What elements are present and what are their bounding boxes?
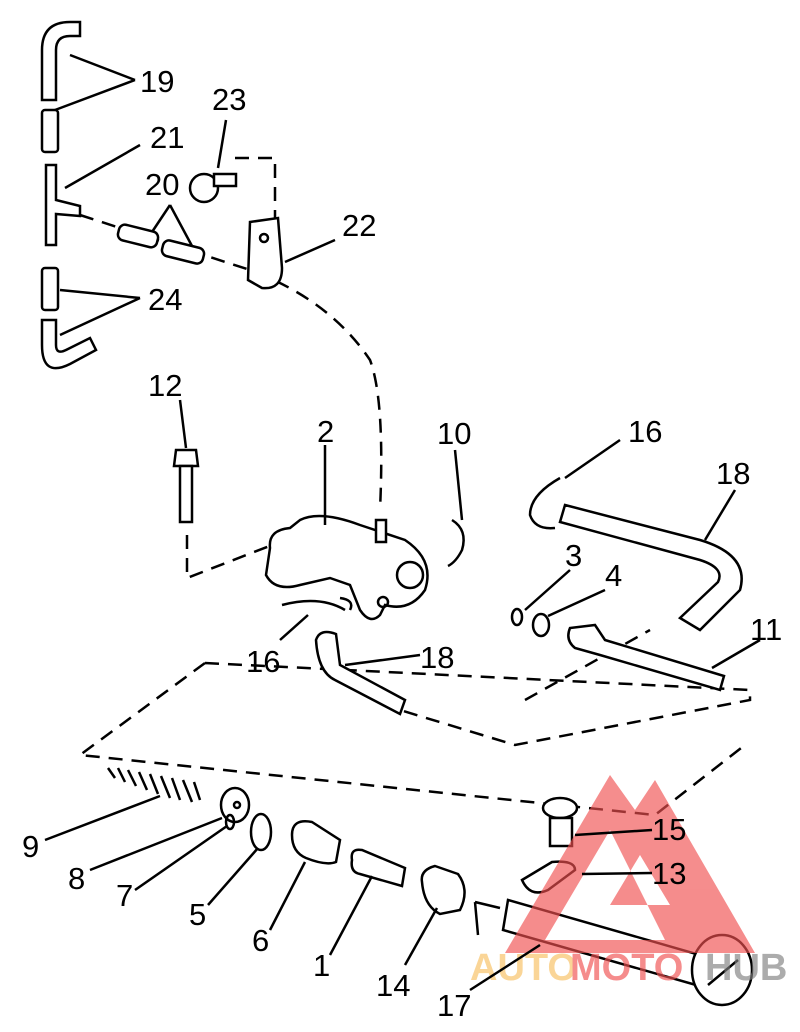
svg-text:HUB: HUB — [705, 947, 787, 989]
knob-14 — [420, 864, 466, 916]
hose-18-bottom — [314, 630, 407, 716]
label-8: 8 — [68, 861, 85, 896]
bolt-12-shank — [178, 464, 194, 524]
shaft-17-slot — [707, 959, 739, 986]
label-18-top: 18 — [716, 456, 750, 491]
hose-18-top — [558, 503, 743, 632]
hose-20b — [160, 239, 206, 265]
cam-6 — [290, 820, 342, 865]
label-10: 10 — [437, 416, 471, 451]
label-16-bottom: 16 — [246, 644, 280, 679]
hose-19 — [40, 108, 60, 154]
body-2-hole — [376, 595, 390, 609]
screw-23-shank — [212, 172, 238, 188]
label-3: 3 — [565, 538, 582, 573]
label-12: 12 — [148, 368, 182, 403]
assembly-line-22 — [235, 156, 277, 240]
label-5: 5 — [189, 897, 206, 932]
label-20: 20 — [145, 167, 179, 202]
label-21: 21 — [150, 120, 184, 155]
hose-20a — [116, 223, 160, 249]
shaft-11 — [567, 623, 726, 692]
screw-15-shank — [548, 816, 574, 848]
label-22: 22 — [342, 208, 376, 243]
label-4: 4 — [605, 558, 622, 593]
screw-15-head — [541, 796, 579, 820]
o-ring-7 — [224, 813, 236, 831]
screw-23-head — [188, 172, 220, 204]
hose-19-elbow — [40, 20, 82, 102]
label-17: 17 — [437, 988, 471, 1023]
svg-text:AUTO: AUTO — [470, 947, 577, 989]
label-16-top: 16 — [628, 414, 662, 449]
body-2-bore — [395, 560, 425, 590]
hose-24 — [40, 266, 60, 312]
label-9: 9 — [22, 829, 39, 864]
label-23: 23 — [212, 82, 246, 117]
o-ring-3 — [510, 607, 524, 627]
label-15: 15 — [652, 812, 686, 847]
clip-16-top — [528, 476, 561, 530]
label-14: 14 — [376, 968, 410, 1003]
plunger-1 — [350, 848, 407, 888]
label-7: 7 — [116, 878, 133, 913]
assembly-line-top — [79, 213, 383, 511]
label-24: 24 — [148, 282, 182, 317]
spring-9 — [106, 767, 202, 803]
assembly-line-11 — [524, 628, 651, 702]
hose-24-elbow — [40, 318, 98, 370]
nipple — [374, 518, 388, 544]
label-13: 13 — [652, 856, 686, 891]
label-18-bottom: 18 — [420, 640, 454, 675]
tee-fitting-21 — [44, 163, 82, 247]
label-1: 1 — [313, 948, 330, 983]
label-19: 19 — [140, 64, 174, 99]
clip-16-bottom — [281, 596, 353, 612]
bolt-12-head — [172, 448, 200, 468]
label-2: 2 — [317, 414, 334, 449]
o-ring-4 — [531, 612, 551, 638]
o-ring-5 — [249, 812, 273, 852]
washer-8-hole — [232, 800, 242, 810]
label-11: 11 — [750, 612, 782, 647]
leader-lines — [44, 53, 761, 992]
watermark-logo: AUTO MOTO HUB — [470, 775, 787, 989]
svg-text:MOTO: MOTO — [570, 947, 683, 989]
clip-10 — [447, 518, 465, 568]
clip-22-hole — [258, 232, 270, 244]
clip-22 — [246, 216, 284, 290]
label-6: 6 — [252, 923, 269, 958]
assembly-line-bottom — [76, 661, 752, 817]
